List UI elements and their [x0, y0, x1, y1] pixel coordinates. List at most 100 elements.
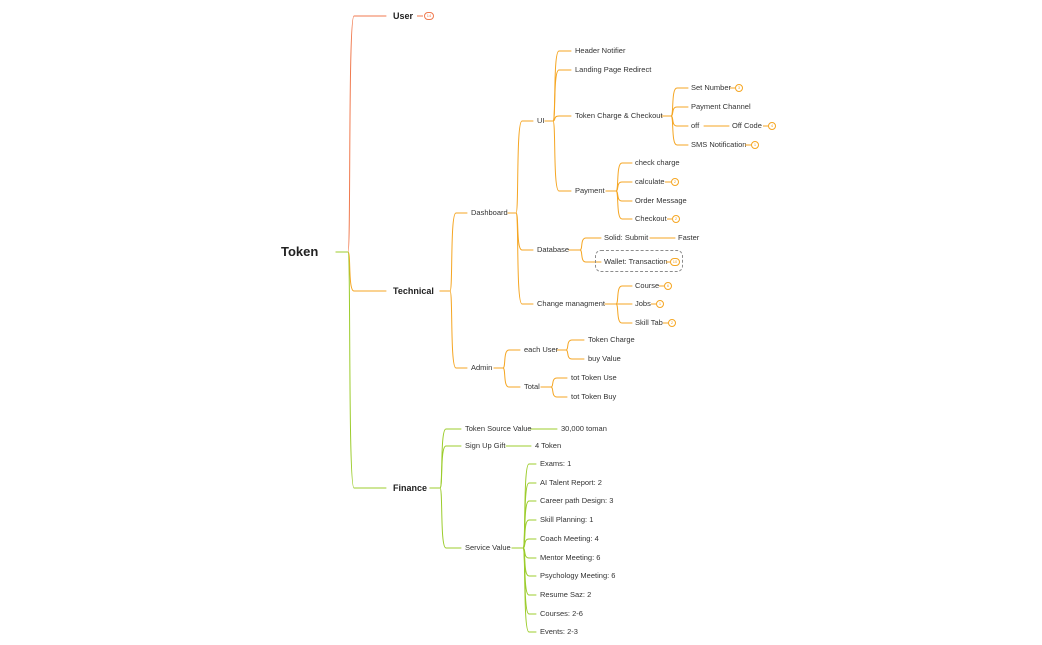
topic-each-user[interactable]: each User [524, 345, 559, 354]
topic-off[interactable]: off [691, 121, 700, 130]
topic-sign-up-gift[interactable]: Sign Up Gift [465, 441, 506, 450]
set-number-badge[interactable]: 3 [735, 84, 743, 92]
topic-sms-notification[interactable]: SMS Notification [691, 140, 747, 149]
connector-line [507, 212, 534, 305]
service-item[interactable]: Exams: 1 [540, 459, 572, 468]
topic-skill-tab[interactable]: Skill Tab [635, 318, 663, 327]
connector-line [605, 190, 633, 220]
topic-tot-token-buy[interactable]: tot Token Buy [571, 392, 617, 401]
topic-sign-up-gift-amount[interactable]: 4 Token [535, 441, 562, 450]
connector-line [507, 212, 534, 251]
topic-wallet-transaction[interactable]: Wallet: Transaction [604, 257, 668, 266]
topic-token-charge[interactable]: Token Charge [588, 335, 635, 344]
checkout-badge[interactable]: 2 [672, 215, 680, 223]
connector-line [605, 162, 633, 192]
connector-line [429, 428, 462, 489]
topic-payment-channel[interactable]: Payment Channel [691, 102, 751, 111]
service-item[interactable]: Psychology Meeting: 6 [540, 571, 616, 580]
badge-connector [666, 261, 670, 263]
topic-token-source-value[interactable]: Token Source Value [465, 424, 532, 433]
topic-order-message[interactable]: Order Message [635, 196, 687, 205]
connector-line [439, 212, 468, 292]
topic-user[interactable]: User [393, 11, 414, 21]
topic-total[interactable]: Total [524, 382, 540, 391]
connector-line [604, 285, 633, 305]
topic-token-charge-checkout[interactable]: Token Charge & Checkout [575, 111, 663, 120]
connector-line [511, 547, 537, 633]
course-badge[interactable]: 6 [664, 282, 672, 290]
user-badge[interactable]: 14 [424, 12, 434, 20]
topic-token-source-amount[interactable]: 30,000 toman [561, 424, 607, 433]
badge-connector [745, 144, 751, 146]
connector-line [429, 445, 462, 489]
connector-line [544, 120, 572, 192]
service-item[interactable]: Career path Design: 3 [540, 496, 614, 505]
service-item[interactable]: Events: 2-3 [540, 627, 578, 636]
topic-buy-value[interactable]: buy Value [588, 354, 621, 363]
connector-line [556, 349, 585, 360]
badge-connector [663, 322, 668, 324]
topic-calculate[interactable]: calculate [635, 177, 665, 186]
topic-course[interactable]: Course [635, 281, 660, 290]
topic-faster[interactable]: Faster [678, 233, 700, 242]
service-item[interactable]: AI Talent Report: 2 [540, 478, 602, 487]
sms-notification-badge[interactable]: 1 [751, 141, 759, 149]
service-item[interactable]: Resume Saz: 2 [540, 590, 592, 599]
root-topic[interactable]: Token [281, 244, 319, 259]
badge-connector [659, 285, 664, 287]
service-item[interactable]: Mentor Meeting: 6 [540, 553, 601, 562]
topic-checkout[interactable]: Checkout [635, 214, 667, 223]
service-item[interactable]: Skill Planning: 1 [540, 515, 594, 524]
topic-service-value[interactable]: Service Value [465, 543, 511, 552]
connector-line [493, 367, 521, 388]
jobs-badge[interactable]: 1 [656, 300, 664, 308]
connector-line [544, 115, 572, 122]
connector-line [335, 15, 387, 253]
topic-set-number[interactable]: Set Number [691, 83, 732, 92]
connector-line [335, 251, 387, 292]
off-code-badge[interactable]: 4 [768, 122, 776, 130]
topic-landing-page-redirect[interactable]: Landing Page Redirect [575, 65, 652, 74]
badge-connector [667, 218, 672, 220]
connector-line [429, 487, 462, 549]
service-item[interactable]: Coach Meeting: 4 [540, 534, 599, 543]
badge-connector [730, 87, 735, 89]
topic-jobs[interactable]: Jobs [635, 299, 651, 308]
connector-line [556, 339, 585, 351]
badge-connector [665, 181, 671, 183]
connector-line [544, 50, 572, 122]
connector-line [605, 190, 633, 202]
topic-header-notifier[interactable]: Header Notifier [575, 46, 626, 55]
connector-line [439, 290, 468, 369]
topic-change-management[interactable]: Change managment [537, 299, 605, 308]
connector-line [568, 249, 602, 263]
service-item[interactable]: Courses: 2-6 [540, 609, 583, 618]
calculate-badge[interactable]: 2 [671, 178, 679, 186]
topic-admin[interactable]: Admin [471, 363, 493, 372]
connector-line [507, 120, 534, 214]
badge-connector [651, 303, 656, 305]
topic-database[interactable]: Database [537, 245, 570, 254]
topic-technical[interactable]: Technical [393, 286, 434, 296]
skill-tab-badge[interactable]: 2 [668, 319, 676, 327]
wallet-transaction-badge[interactable]: 10 [670, 258, 680, 266]
connector-line [660, 87, 689, 117]
connector-line [493, 349, 521, 369]
connector-line [660, 115, 689, 127]
connector-line [540, 386, 568, 398]
connector-line [568, 237, 602, 251]
topic-ui[interactable]: UI [537, 116, 545, 125]
badge-connector [417, 15, 423, 17]
connector-line [544, 69, 572, 122]
topic-payment[interactable]: Payment [575, 186, 605, 195]
topic-solid-submit[interactable]: Solid: Submit [604, 233, 649, 242]
topic-check-charge[interactable]: check charge [635, 158, 680, 167]
connector-line [605, 181, 633, 192]
topic-finance[interactable]: Finance [393, 483, 428, 493]
topic-dashboard[interactable]: Dashboard [471, 208, 508, 217]
topic-off-code[interactable]: Off Code [732, 121, 762, 130]
connector-line [335, 251, 387, 489]
topic-tot-token-use[interactable]: tot Token Use [571, 373, 617, 382]
